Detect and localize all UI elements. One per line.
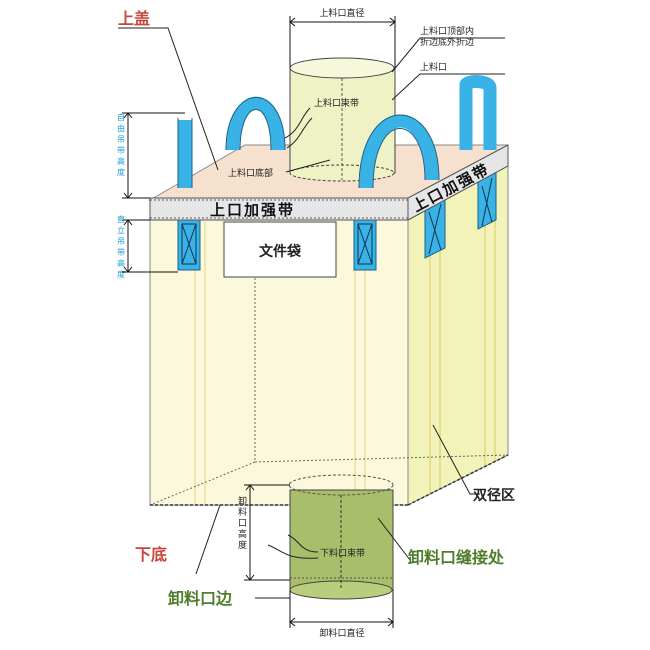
loop-back-right	[459, 75, 497, 150]
hidden-edges	[149, 250, 509, 506]
label-outlet-diameter: 卸料口直径	[319, 627, 364, 639]
leader-lines	[118, 27, 505, 599]
label-free-loop-height: 自由吊带高度	[117, 112, 125, 177]
label-outlet-seam: 卸料口缝接处	[408, 548, 505, 567]
loop-x-stitch	[181, 177, 493, 265]
label-reinforce-band-front: 上口加强带	[210, 201, 295, 219]
label-double-diameter-zone: 双径区	[473, 487, 515, 504]
lifting-loop-outlines	[177, 97, 440, 189]
label-straight-loop-height: 直立吊带高度	[117, 214, 125, 279]
label-outlet-edge: 卸料口边	[168, 589, 233, 608]
outlet-tube	[288, 474, 394, 600]
label-bottom: 下底	[135, 545, 167, 564]
label-inlet: 上料口	[420, 61, 447, 73]
label-outlet-height: 卸料口高度	[238, 495, 247, 551]
label-inlet-top-fold: 上料口顶部内折边底外折边	[420, 25, 474, 48]
label-inlet-diameter: 上料口直径	[319, 7, 364, 19]
label-inlet-bottom: 上料口底部	[228, 167, 273, 179]
label-outlet-tie: 下料口束带	[320, 547, 365, 559]
loop-back-left	[226, 96, 285, 151]
bottom-stitch-side	[407, 454, 509, 506]
lifting-loops	[178, 75, 497, 189]
label-top-cover: 上盖	[118, 9, 150, 28]
inlet-tube	[289, 57, 396, 182]
dimension-lines	[122, 16, 396, 628]
document-pouch	[223, 221, 337, 278]
reinforce-band-side	[407, 144, 509, 221]
label-document-pouch: 文件袋	[259, 243, 302, 260]
label-inlet-tie: 上料口束带	[314, 97, 359, 109]
loop-front-right	[359, 114, 439, 189]
